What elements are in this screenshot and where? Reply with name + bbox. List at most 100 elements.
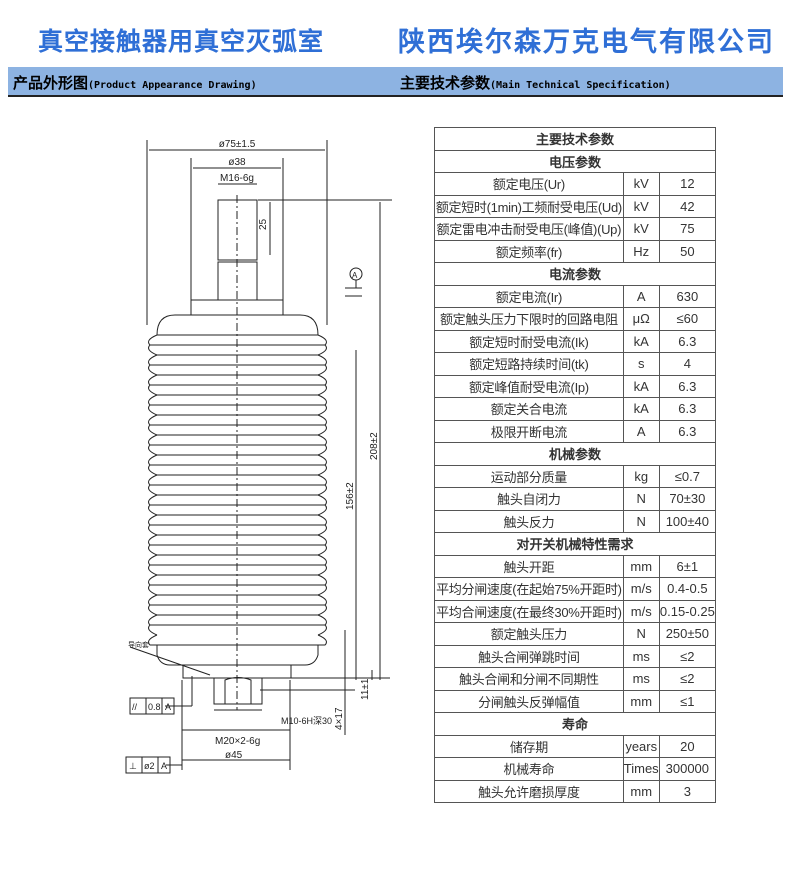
param-name: 平均合闸速度(在最终30%开距时) — [434, 599, 624, 623]
param-name: 额定关合电流 — [434, 397, 624, 421]
param-name: 额定短时(1min)工频耐受电压(Ud) — [434, 194, 624, 218]
param-value: 20 — [658, 734, 717, 758]
dim-25: 25 — [258, 218, 269, 230]
param-name: 分闸触头反弹幅值 — [434, 689, 624, 713]
param-name: 运动部分质量 — [434, 464, 624, 488]
param-value: 6±1 — [658, 554, 717, 578]
tol1-symbol: // — [132, 702, 138, 712]
param-unit: kA — [622, 374, 660, 398]
param-unit: N — [622, 509, 660, 533]
param-name: 平均分闸速度(在起始75%开距时) — [434, 577, 624, 601]
param-unit: kA — [622, 397, 660, 421]
param-unit: mm — [622, 779, 660, 803]
dim-bottom-thread: M20×2-6g — [215, 736, 260, 747]
param-value: 6.3 — [658, 419, 717, 443]
interrupter-body — [148, 195, 327, 710]
param-value: 6.3 — [658, 329, 717, 353]
param-name: 额定电流(Ir) — [434, 284, 624, 308]
param-unit: m/s — [622, 577, 660, 601]
param-unit: years — [622, 734, 660, 758]
product-drawing: ø75±1.5 ø38 M16-6g 25 A 208±2 156±2 11±1… — [125, 139, 392, 774]
param-value: ≤60 — [658, 307, 717, 331]
param-unit: kV — [622, 194, 660, 218]
param-unit: m/s — [622, 599, 660, 623]
param-name: 极限开断电流 — [434, 419, 624, 443]
section-header: 寿命 — [434, 712, 716, 736]
param-value: ≤0.7 — [658, 464, 717, 488]
param-name: 额定短路持续时间(tk) — [434, 352, 624, 376]
param-unit: N — [622, 622, 660, 646]
param-name: 触头允许磨损厚度 — [434, 779, 624, 803]
param-unit: kA — [622, 329, 660, 353]
param-name: 触头合闸弹跳时间 — [434, 644, 624, 668]
tol2-value: ø2 — [144, 761, 155, 771]
param-name: 触头自闭力 — [434, 487, 624, 511]
tol2-datum: A — [161, 761, 167, 771]
dim-156: 156±2 — [345, 482, 356, 510]
param-value: 75 — [658, 217, 717, 241]
section-header: 对开关机械特性需求 — [434, 532, 716, 556]
param-unit: kV — [622, 217, 660, 241]
param-value: 630 — [658, 284, 717, 308]
param-unit: s — [622, 352, 660, 376]
param-value: 42 — [658, 194, 717, 218]
section-band: 产品外形图(Product Appearance Drawing) 主要技术参数… — [8, 67, 783, 97]
tol1-value: 0.8 — [148, 702, 161, 712]
param-unit: N — [622, 487, 660, 511]
param-value: 300000 — [658, 757, 717, 781]
dim-outer-diameter: ø75±1.5 — [219, 139, 256, 150]
dim-38: ø38 — [228, 157, 246, 168]
dim-208: 208±2 — [369, 432, 380, 460]
param-value: 0.15-0.25 — [658, 599, 717, 623]
spec-heading: 主要技术参数(Main Technical Specification) — [400, 74, 671, 92]
section-header: 电流参数 — [434, 262, 716, 286]
param-name: 触头开距 — [434, 554, 624, 578]
param-name: 机械寿命 — [434, 757, 624, 781]
param-value: 50 — [658, 239, 717, 263]
param-unit: A — [622, 419, 660, 443]
param-value: 4 — [658, 352, 717, 376]
param-value: 100±40 — [658, 509, 717, 533]
param-name: 触头反力 — [434, 509, 624, 533]
param-value: 70±30 — [658, 487, 717, 511]
dim-11: 11±1 — [360, 678, 371, 700]
param-unit: kg — [622, 464, 660, 488]
param-name: 额定雷电冲击耐受电压(峰值)(Up) — [434, 217, 624, 241]
param-unit: mm — [622, 554, 660, 578]
table-title: 主要技术参数 — [434, 127, 716, 151]
dim-4x17: 4×17 — [334, 707, 345, 730]
param-unit: μΩ — [622, 307, 660, 331]
dim-hole-thread: M10-6H深30 — [281, 716, 332, 726]
tol2-symbol: ⊥ — [129, 761, 137, 771]
param-value: 0.4-0.5 — [658, 577, 717, 601]
param-value: 6.3 — [658, 374, 717, 398]
param-value: ≤1 — [658, 689, 717, 713]
param-name: 额定电压(Ur) — [434, 172, 624, 196]
dim-top-thread: M16-6g — [220, 173, 254, 184]
tol1-datum: A — [165, 702, 171, 712]
param-unit: Times — [622, 757, 660, 781]
param-unit: ms — [622, 644, 660, 668]
param-name: 额定频率(fr) — [434, 239, 624, 263]
param-name: 额定短时耐受电流(Ik) — [434, 329, 624, 353]
param-value: 6.3 — [658, 397, 717, 421]
param-unit: Hz — [622, 239, 660, 263]
